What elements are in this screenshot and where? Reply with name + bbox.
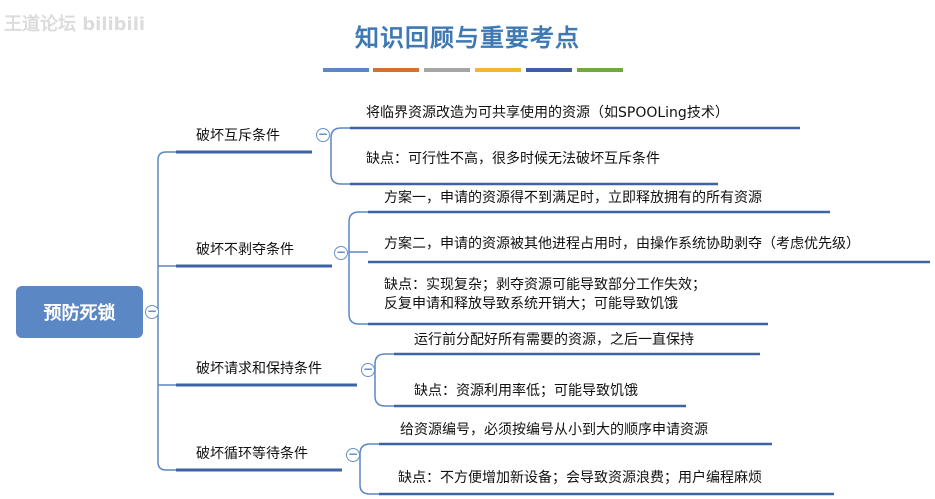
item-2-3[interactable]: 缺点：实现复杂；剥夺资源可能导致部分工作失效； 反复申请和释放导致系统开销大；可… [384,276,706,314]
title-bar-segment-3 [424,68,470,72]
item-2-3-line-1: 缺点：实现复杂；剥夺资源可能导致部分工作失效； [384,277,706,293]
item-underlines [350,126,930,496]
connector-root-vertical-bottom [157,312,176,471]
branch-hold-and-wait[interactable]: 破坏请求和保持条件 [196,361,322,377]
item-connectors [330,127,394,495]
connector-b3 [374,353,394,407]
title-bar-segment-6 [577,68,623,72]
connector-root-vertical [157,151,176,312]
root-node-label: 预防死锁 [43,303,116,324]
item-3-2[interactable]: 缺点：资源利用率低；可能导致饥饿 [414,383,638,399]
item-2-1[interactable]: 方案一，申请的资源得不到满足时，立即释放拥有的所有资源 [384,190,762,206]
branch-underlines [176,150,357,472]
root-node[interactable]: 预防死锁 [16,286,143,338]
title-bar-segment-2 [373,68,419,72]
connector-b4 [359,443,379,495]
connector-b2 [348,211,368,325]
branch-3-collapse-icon[interactable]: − [361,362,375,377]
connector-b1 [330,127,350,185]
title-color-bar [323,68,623,72]
page-title: 知识回顾与重要考点 [355,24,580,52]
title-bar-segment-1 [323,68,369,72]
title-bar-segment-4 [475,68,521,72]
branch-no-preemption[interactable]: 破坏不剥夺条件 [196,242,294,258]
item-4-1[interactable]: 给资源编号，必须按编号从小到大的顺序申请资源 [400,422,708,438]
root-connectors [157,151,176,471]
branch-2-collapse-icon[interactable]: − [334,245,348,260]
item-2-3-line-2: 反复申请和释放导致系统开销大；可能导致饥饿 [384,296,678,312]
root-collapse-icon[interactable]: − [145,304,159,319]
item-3-1[interactable]: 运行前分配好所有需要的资源，之后一直保持 [414,332,694,348]
branch-circular-wait[interactable]: 破坏循环等待条件 [196,446,308,462]
branch-4-collapse-icon[interactable]: − [346,447,360,462]
item-1-1[interactable]: 将临界资源改造为可共享使用的资源（如SPOOLing技术） [366,105,729,121]
watermark: 王道论坛 bilibili [4,14,146,35]
branch-mutual-exclusion[interactable]: 破坏互斥条件 [196,128,280,144]
item-2-2[interactable]: 方案二，申请的资源被其他进程占用时，由操作系统协助剥夺（考虑优先级） [384,236,860,252]
item-4-2[interactable]: 缺点：不方便增加新设备；会导致资源浪费；用户编程麻烦 [398,470,762,486]
branch-1-collapse-icon[interactable]: − [316,127,330,142]
item-1-2[interactable]: 缺点：可行性不高，很多时候无法破坏互斥条件 [366,151,660,167]
title-bar-segment-5 [526,68,572,72]
